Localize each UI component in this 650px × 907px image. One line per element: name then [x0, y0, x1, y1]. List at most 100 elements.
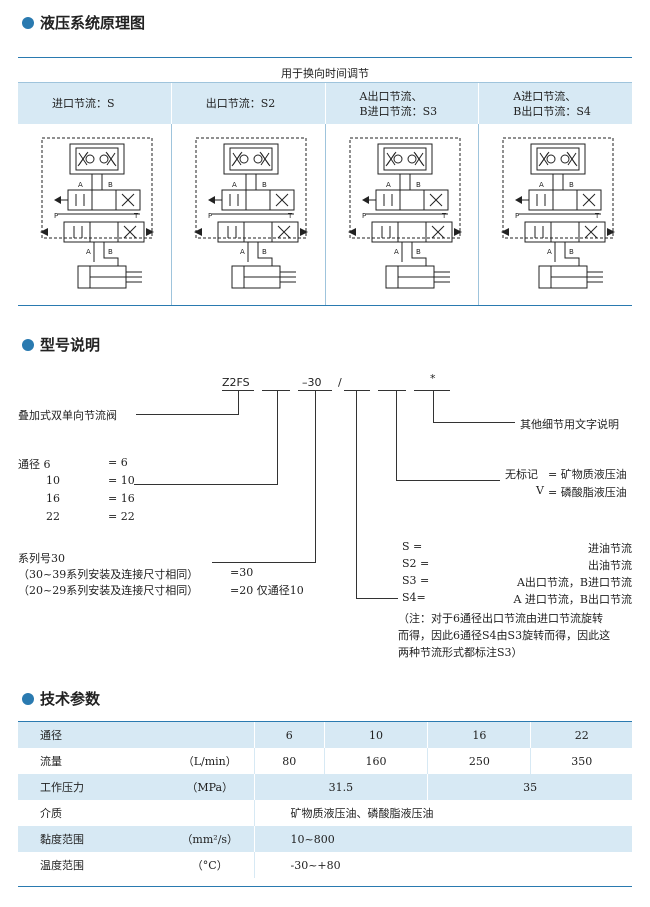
code-part-30: –30: [302, 376, 322, 389]
code-part-slash: /: [338, 376, 342, 389]
schematic-body: A B P T A B A B P T A B A B P T A B A B P T A B: [18, 124, 632, 306]
table-row: 黏度范围 （mm²/s） 10~800: [18, 826, 632, 852]
fluid-key: 无标记: [505, 468, 538, 481]
schematic-cell-1: A B P T A B: [18, 124, 172, 305]
throttle-val: A 进口节流，B出口节流: [513, 593, 632, 606]
port-label-b: B: [262, 248, 267, 256]
note-line: 两种节流形式都标注S3）: [398, 646, 523, 659]
series-line: （30~39系列安装及连接尺寸相同）: [18, 568, 199, 581]
throttle-key: S =: [402, 540, 423, 553]
port-label-b: B: [262, 181, 267, 189]
schematic-header: 进口节流：S 出口节流：S2 A出口节流、B进口节流：S3 A进口节流、B出口节…: [18, 82, 632, 124]
table-row: 通径 6 10 16 22: [18, 722, 632, 748]
leader-line: [136, 414, 238, 415]
code-underline: [378, 390, 406, 391]
schematic-col-3: A出口节流、B进口节流：S3: [326, 83, 480, 124]
port-label-b: B: [108, 181, 113, 189]
throttle-key: S3 =: [402, 574, 430, 587]
fluid-val: = 磷酸脂液压油: [548, 486, 627, 499]
schematic-cell-4: A B P T A B: [479, 124, 632, 305]
port-label-a: A: [547, 248, 552, 256]
size-key: 22: [46, 510, 60, 523]
port-label-t: T: [287, 212, 293, 220]
port-label-p: P: [208, 212, 212, 220]
bullet-icon: [22, 692, 34, 705]
port-label-b: B: [416, 181, 421, 189]
throttle-key: S2 =: [402, 557, 430, 570]
hydraulic-symbol: A B P T A B: [40, 137, 154, 289]
port-label-a: A: [86, 248, 91, 256]
schematic-col-2: 出口节流：S2: [172, 83, 326, 124]
port-label-t: T: [594, 212, 600, 220]
table-row: 流量 （L/min） 80 160 250 350: [18, 748, 632, 774]
leader-line: [356, 390, 357, 599]
throttle-val: A出口节流，B进口节流: [516, 576, 632, 589]
port-label-b: B: [569, 181, 574, 189]
code-underline: [414, 390, 450, 391]
schematic-cell-2: A B P T A B: [172, 124, 326, 305]
size-val: = 16: [108, 492, 135, 505]
leader-line: [433, 422, 515, 423]
throttle-val: 进油节流: [588, 542, 632, 555]
hydraulic-symbol: A B P T A B: [193, 137, 308, 289]
code-part-z2fs: Z2FS: [222, 376, 250, 389]
leader-line: [134, 484, 278, 485]
size-key: 10: [46, 474, 60, 487]
port-label-t: T: [133, 212, 139, 220]
schematic-top-rule: [18, 57, 632, 58]
leader-line: [277, 390, 278, 485]
port-label-a: A: [78, 181, 83, 189]
note-line: （注：对于6通径出口节流由进口节流旋转: [398, 612, 603, 625]
hydraulic-symbol: A B P T A B: [501, 137, 616, 289]
fluid-val: = 矿物质液压油: [548, 468, 627, 481]
port-label-p: P: [515, 212, 519, 220]
code-underline: [262, 390, 290, 391]
size-val: = 10: [108, 474, 135, 487]
port-label-p: P: [362, 212, 366, 220]
port-label-a: A: [232, 181, 237, 189]
leader-line: [396, 480, 500, 481]
series-val: =30: [230, 566, 254, 579]
leader-line: [433, 390, 434, 423]
port-label-a: A: [539, 181, 544, 189]
series-val: =20 仅通径10: [230, 584, 304, 597]
port-label-b: B: [569, 248, 574, 256]
throttle-key: S4=: [402, 591, 426, 604]
valve-name: 叠加式双单向节流阀: [18, 409, 117, 422]
port-label-a: A: [240, 248, 245, 256]
bullet-icon: [22, 16, 34, 29]
tech-bottom-rule: [18, 886, 632, 887]
port-label-t: T: [441, 212, 447, 220]
port-label-p: P: [54, 212, 58, 220]
size-key: 16: [46, 492, 60, 505]
throttle-val: 出油节流: [588, 559, 632, 572]
leader-line: [212, 562, 316, 563]
code-part-star: *: [430, 372, 436, 385]
size-val: = 22: [108, 510, 135, 523]
leader-line: [238, 390, 239, 415]
table-row: 工作压力 （MPa） 31.5 35: [18, 774, 632, 800]
size-key: 通径 6: [18, 458, 51, 471]
section-title-model: 型号说明: [22, 334, 100, 355]
leader-line: [396, 390, 397, 481]
series-title: 系列号30: [18, 552, 65, 565]
series-line: （20~29系列安装及连接尺寸相同）: [18, 584, 199, 597]
other-detail: 其他细节用文字说明: [520, 418, 619, 431]
port-label-b: B: [416, 248, 421, 256]
section-title-tech: 技术参数: [22, 688, 100, 709]
bullet-icon: [22, 338, 34, 351]
size-val: = 6: [108, 456, 128, 469]
leader-line: [356, 598, 398, 599]
tech-top-rule: [18, 721, 632, 722]
tech-table: 通径 6 10 16 22 流量 （L/min） 80 160 250 350 …: [18, 722, 632, 878]
fluid-key: V: [536, 484, 544, 497]
table-row: 介质 矿物质液压油、磷酸脂液压油: [18, 800, 632, 826]
port-label-b: B: [108, 248, 113, 256]
schematic-caption: 用于换向时间调节: [281, 67, 369, 80]
note-line: 而得，因此6通径S4由S3旋转而得，因此这: [398, 629, 611, 642]
schematic-col-1: 进口节流：S: [18, 83, 172, 124]
port-label-a: A: [386, 181, 391, 189]
schematic-col-4: A进口节流、B出口节流：S4: [513, 89, 591, 118]
table-row: 温度范围 （°C） -30~+80: [18, 852, 632, 878]
